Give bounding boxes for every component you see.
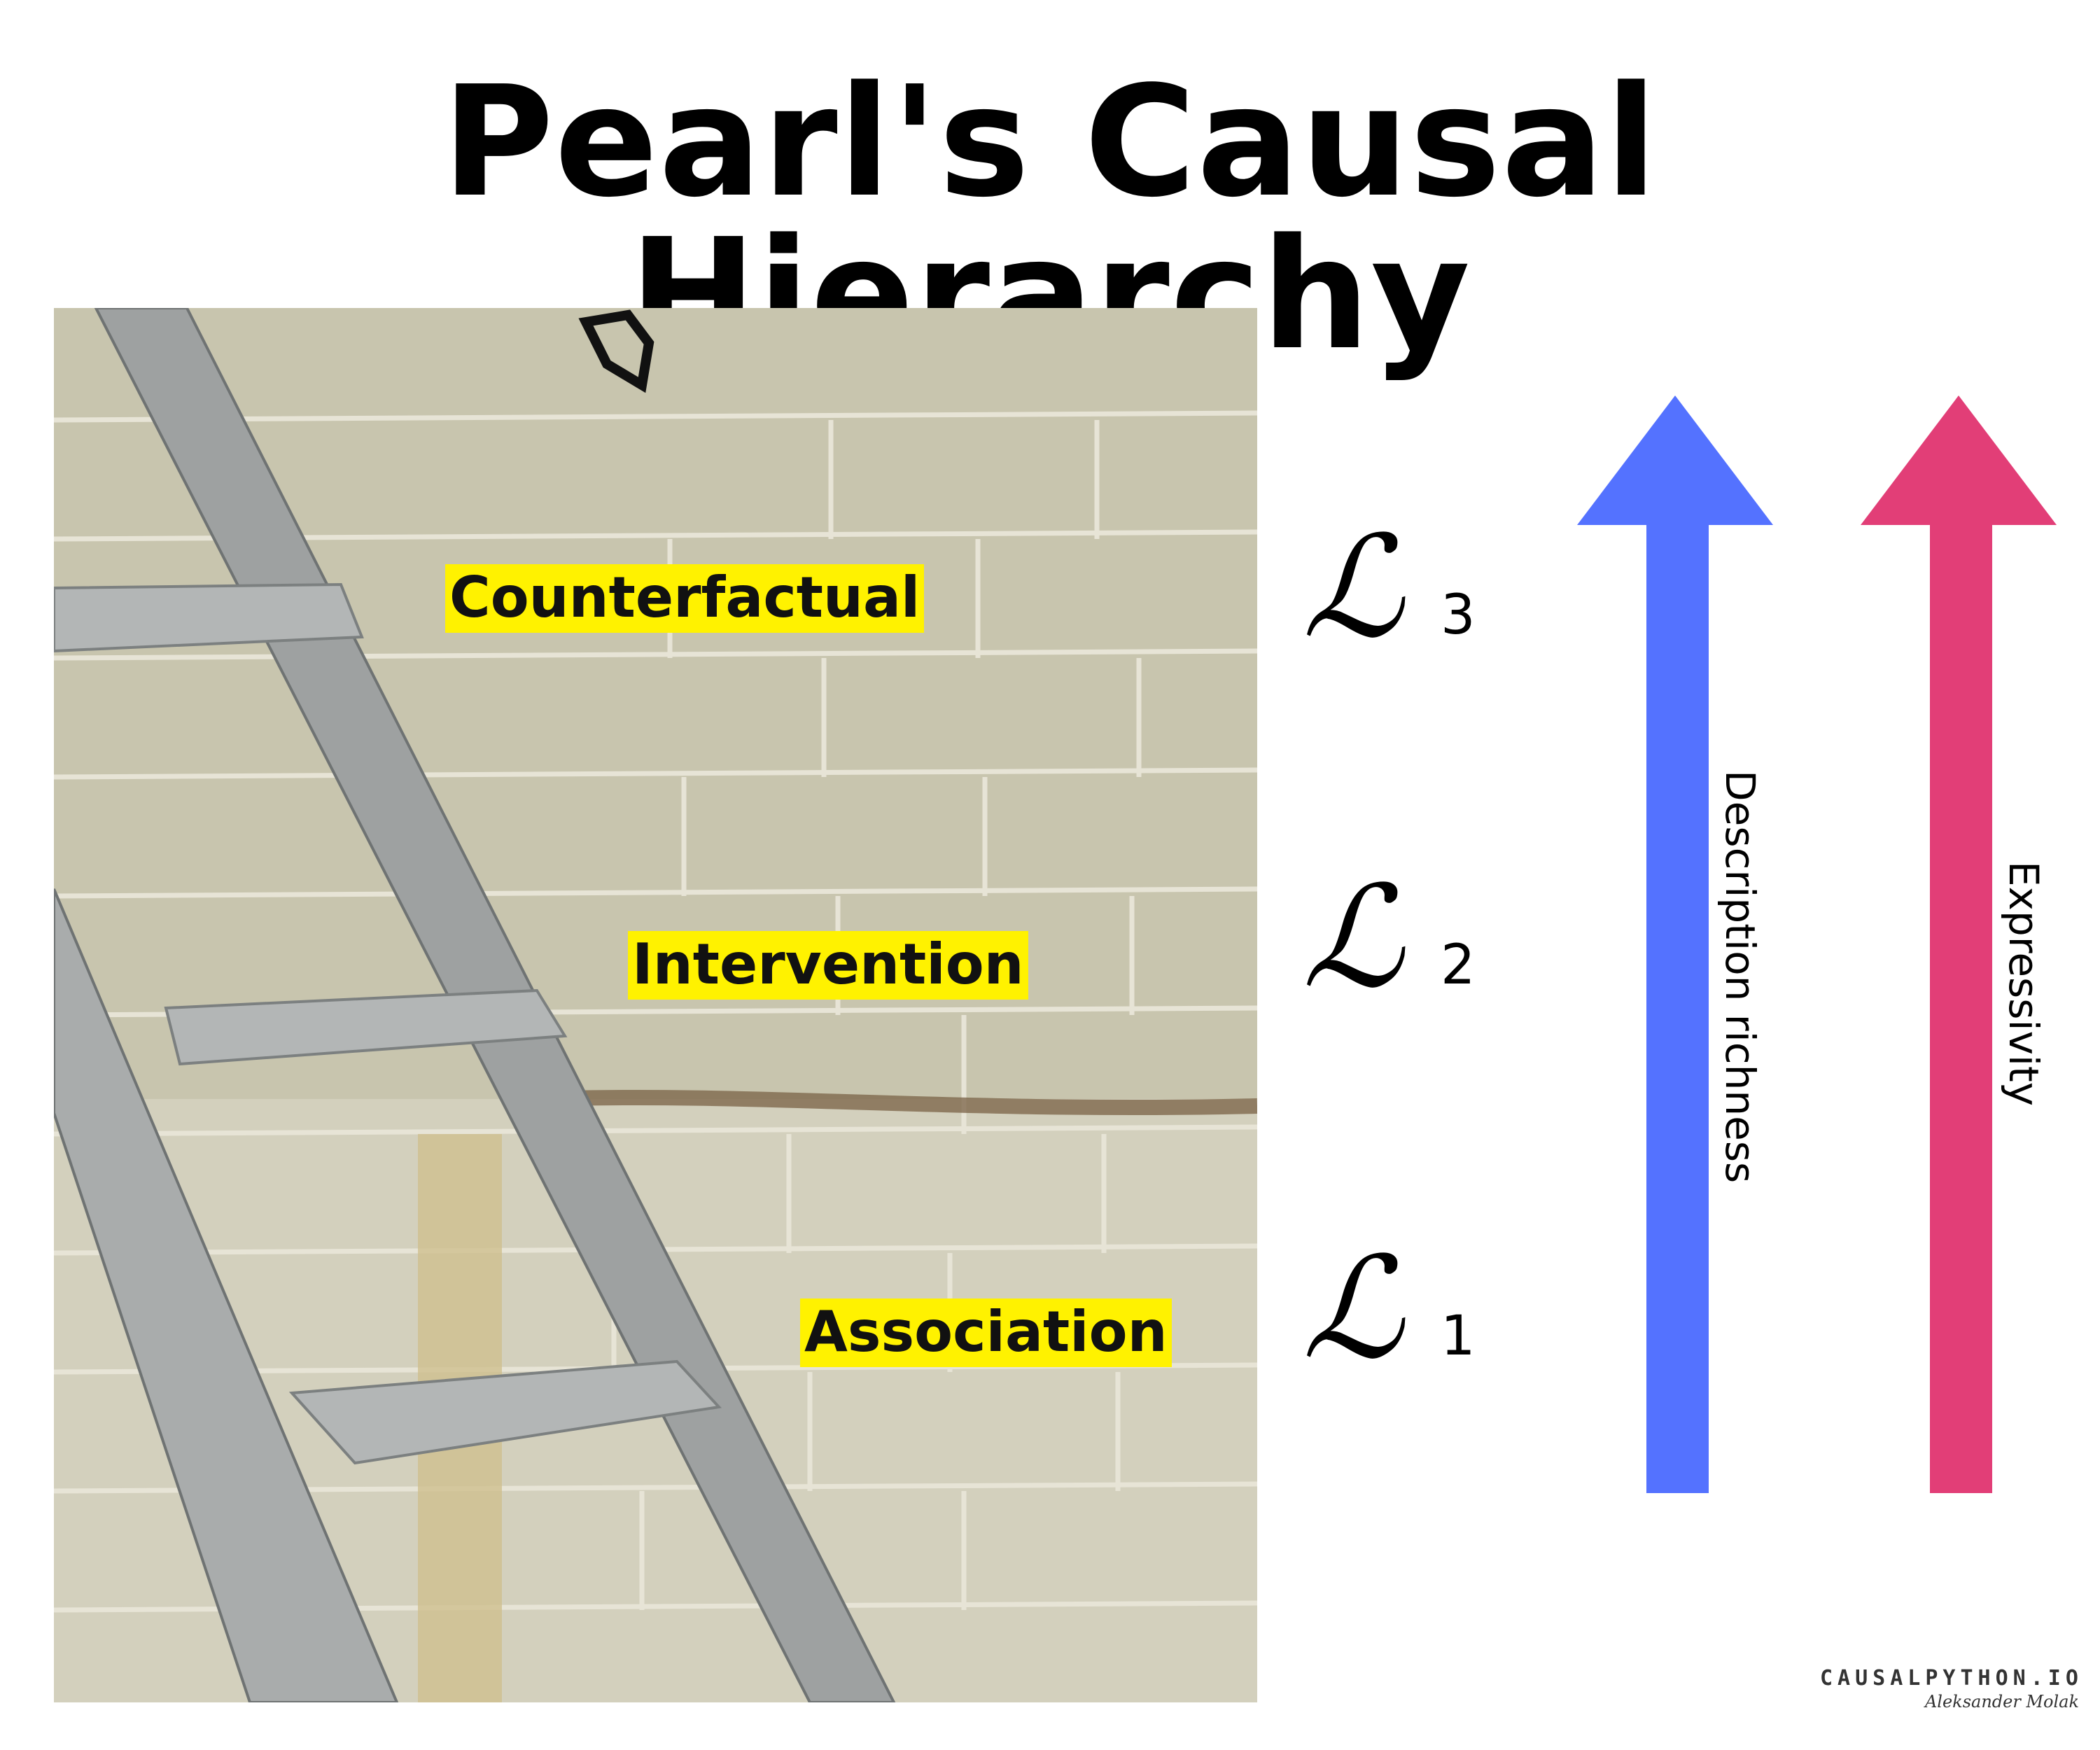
expressivity-arrow [1861,396,2057,1493]
level-l1: ℒ 1 [1302,1239,1498,1393]
description-richness-label: Description richness [1716,770,1764,1184]
ladder-rail-left [54,888,399,1702]
level-symbol: ℒ [1302,856,1404,1019]
expressivity-label: Expressivity [2000,861,2047,1107]
level-index: 2 [1441,934,1476,997]
level-symbol: ℒ [1302,1227,1404,1390]
rung-label-association: Association [800,1298,1172,1367]
ladder-photo [54,308,1257,1702]
rung-label-intervention: Intervention [628,931,1028,1000]
level-l2: ℒ 2 [1302,868,1498,1022]
ladder-rung-top [54,582,364,653]
description-richness-arrow [1577,396,1773,1493]
ladder-rung-middle [164,988,568,1066]
graffiti-mark [578,309,654,393]
brand-signature: Aleksander Molak [1924,1692,2079,1712]
level-index: 3 [1441,584,1476,647]
page-title: Pearl's Causal Hierarchy [442,54,1658,384]
level-l3: ℒ 3 [1302,518,1498,672]
level-symbol: ℒ [1302,506,1404,669]
ladder-wall-image [54,308,1257,1702]
wall-stain [543,1089,1257,1116]
rung-label-counterfactual: Counterfactual [445,564,925,633]
brand-name: CAUSALPYTHON.IO [1820,1666,2083,1690]
level-index: 1 [1441,1305,1476,1368]
ladder-rung-bottom [288,1359,722,1465]
brand-watermark: CAUSALPYTHON.IO Aleksander Molak [1820,1666,2079,1712]
